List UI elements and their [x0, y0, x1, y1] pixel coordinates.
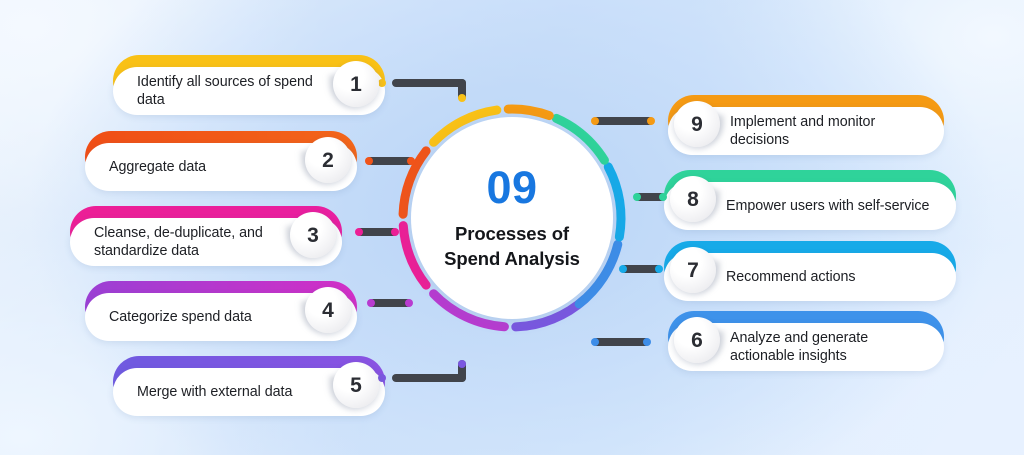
connector-cap-end-6 [643, 338, 651, 346]
connector-cap-end-9 [647, 117, 655, 125]
step-card-4[interactable]: Categorize spend data 4 [85, 281, 357, 341]
step-badge-number-9: 9 [691, 112, 703, 136]
connector-3 [355, 228, 399, 236]
step-card-label-8: Empower users with self-service [726, 197, 930, 214]
connector-6 [591, 338, 651, 346]
connector-leg-cap-1 [458, 94, 466, 102]
connector-cap-start-9 [591, 117, 599, 125]
ring-segment-4 [429, 289, 509, 332]
connector-cap-start-6 [591, 338, 599, 346]
connector-bar-8 [634, 193, 666, 201]
step-badge-number-2: 2 [322, 148, 334, 172]
step-badge-number-1: 1 [350, 72, 362, 96]
connector-cap-end-4 [405, 299, 413, 307]
step-card-label-1: Identify all sources of spend data [137, 73, 313, 108]
connector-leg-cap-5 [458, 360, 466, 368]
step-badge-number-7: 7 [687, 258, 699, 282]
step-card-label-3: Cleanse, de-duplicate, and standardize d… [94, 224, 263, 259]
step-badge-5: 5 [333, 362, 379, 408]
center-number: 09 [486, 161, 538, 213]
step-badge-number-6: 6 [691, 328, 703, 352]
connector-cap-end-8 [659, 193, 667, 201]
step-card-label-7: Recommend actions [726, 268, 856, 285]
connector-cap-end-3 [391, 228, 399, 236]
connector-dot-1 [378, 79, 386, 87]
connector-5 [378, 360, 466, 382]
step-badge-2: 2 [305, 137, 351, 183]
step-card-label-4: Categorize spend data [109, 308, 252, 325]
connector-bar-2 [366, 157, 414, 165]
center-ring: 09 Processes of Spend Analysis [398, 104, 626, 332]
step-badge-number-5: 5 [350, 373, 362, 397]
step-badge-9: 9 [674, 101, 720, 147]
step-card-1[interactable]: Identify all sources of spend data 1 [113, 55, 385, 115]
step-card-2[interactable]: Aggregate data 2 [85, 131, 357, 191]
step-badge-1: 1 [333, 61, 379, 107]
ring-segment-7 [603, 162, 626, 242]
ring-segment-6 [574, 239, 623, 309]
connector-8 [633, 193, 667, 201]
ring-segments [398, 104, 626, 332]
ring-segment-9 [503, 104, 554, 121]
connector-cap-end-2 [407, 157, 415, 165]
step-badge-number-3: 3 [307, 223, 319, 247]
step-card-7[interactable]: Recommend actions 7 [664, 241, 956, 301]
connector-bar-4 [368, 299, 412, 307]
step-badge-6: 6 [674, 317, 720, 363]
ring-segment-1 [429, 105, 502, 147]
step-card-label-2: Aggregate data [109, 158, 207, 175]
connector-cap-end-7 [655, 265, 663, 273]
connector-2 [365, 157, 415, 165]
connector-1 [378, 79, 466, 102]
center-disc [411, 117, 613, 319]
step-badge-3: 3 [290, 212, 336, 258]
connector-bar-9 [592, 117, 654, 125]
step-badge-7: 7 [670, 247, 716, 293]
connector-bar-3 [356, 228, 398, 236]
connector-cap-start-4 [367, 299, 375, 307]
center-title-line-2: Spend Analysis [444, 247, 580, 269]
step-badge-4: 4 [305, 287, 351, 333]
connector-bar-1 [392, 79, 466, 87]
connector-cap-start-7 [619, 265, 627, 273]
center-title-line-1: Processes of [455, 222, 569, 244]
step-card-3[interactable]: Cleanse, de-duplicate, and standardize d… [70, 206, 342, 266]
connector-cap-start-8 [633, 193, 641, 201]
step-badge-number-8: 8 [687, 187, 699, 211]
step-badge-number-4: 4 [322, 298, 334, 322]
connector-leg-1 [458, 79, 466, 101]
step-card-label-9: Implement and monitor decisions [730, 113, 876, 148]
connector-4 [367, 299, 413, 307]
ring-segment-8 [551, 113, 609, 165]
connector-bar-5 [392, 374, 466, 382]
step-card-6[interactable]: Analyze and generate actionable insights… [668, 311, 944, 371]
connector-bar-6 [592, 338, 650, 346]
step-badge-8: 8 [670, 176, 716, 222]
center-text-block: 09 Processes of Spend Analysis [398, 104, 626, 332]
step-card-label-5: Merge with external data [137, 383, 293, 400]
connector-cap-start-2 [365, 157, 373, 165]
step-card-label-6: Analyze and generate actionable insights [730, 329, 869, 364]
step-card-9[interactable]: Implement and monitor decisions 9 [668, 95, 944, 155]
connector-cap-start-3 [355, 228, 363, 236]
step-card-5[interactable]: Merge with external data 5 [113, 356, 385, 416]
connector-7 [619, 265, 663, 273]
ring-segment-3 [398, 221, 431, 290]
ring-segment-2 [398, 146, 431, 219]
step-card-8[interactable]: Empower users with self-service 8 [664, 170, 956, 230]
connector-leg-5 [458, 360, 466, 382]
connector-bar-7 [620, 265, 662, 273]
connector-9 [591, 117, 655, 125]
connector-dot-5 [378, 374, 386, 382]
